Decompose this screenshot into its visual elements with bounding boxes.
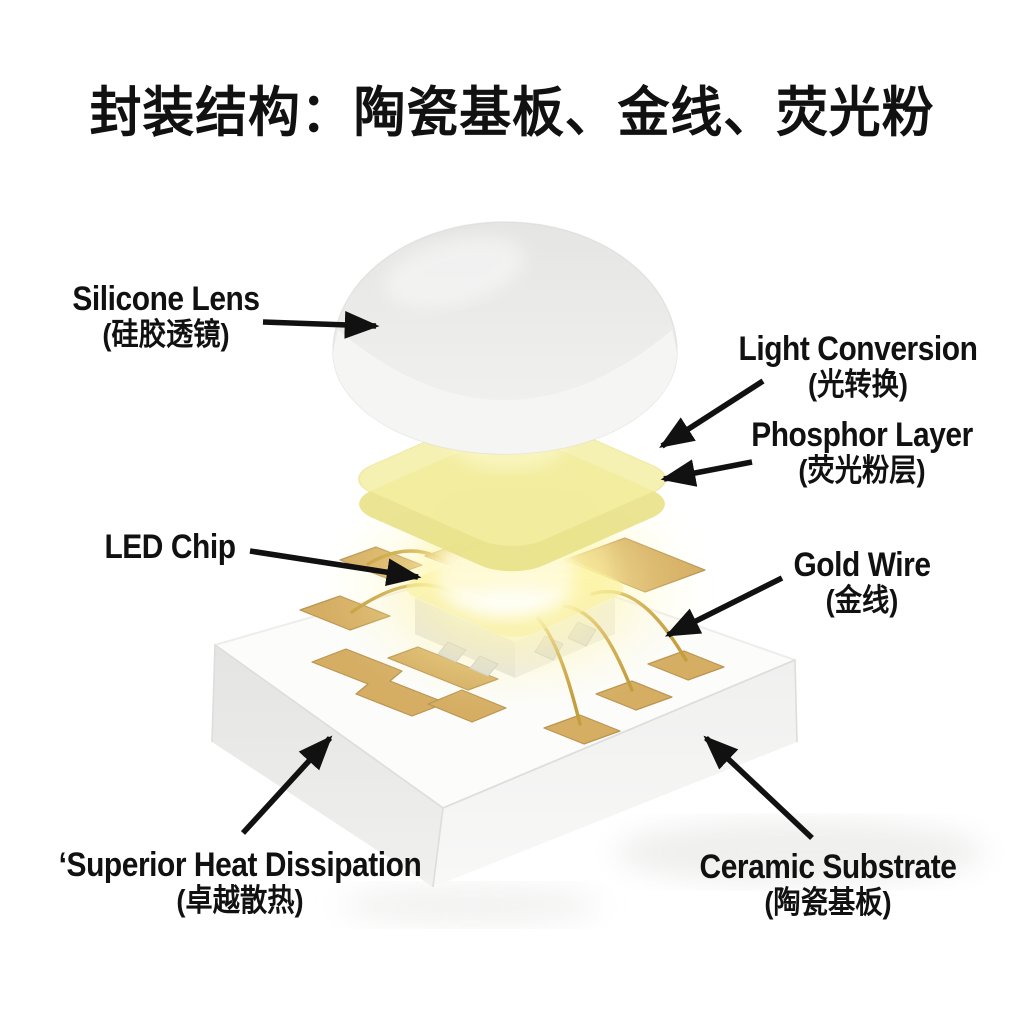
label-light-conversion: Light Conversion (光转换) <box>739 330 978 403</box>
label-gold-wire: Gold Wire (金线) <box>793 546 931 619</box>
label-silicone-lens-zh: (硅胶透镜) <box>102 317 230 353</box>
label-ceramic-substrate-en: Ceramic Substrate <box>699 848 957 886</box>
gold-pad <box>543 714 621 745</box>
silicone-lens-dome <box>332 221 678 455</box>
label-ceramic-substrate-zh: (陶瓷基板) <box>764 885 892 921</box>
label-led-chip-en: LED Chip <box>104 528 236 566</box>
label-light-conversion-en: Light Conversion <box>738 330 978 368</box>
label-phosphor-layer-zh: (荧光粉层) <box>798 453 926 489</box>
label-silicone-lens: Silicone Lens (硅胶透镜) <box>72 280 260 353</box>
diagram-title: 封装结构：陶瓷基板、金线、荧光粉 <box>89 83 935 143</box>
label-gold-wire-zh: (金线) <box>825 583 899 619</box>
label-phosphor-layer-en: Phosphor Layer <box>751 416 973 454</box>
label-led-chip: LED Chip <box>104 528 236 566</box>
label-heat-dissipation-en: ‘Superior Heat Dissipation <box>58 846 422 884</box>
label-heat-dissipation-zh: (卓越散热) <box>176 883 304 919</box>
label-heat-dissipation: ‘Superior Heat Dissipation (卓越散热) <box>59 846 422 919</box>
cast-shadow-front <box>340 885 600 925</box>
label-ceramic-substrate: Ceramic Substrate (陶瓷基板) <box>700 848 957 921</box>
label-light-conversion-zh: (光转换) <box>807 367 909 403</box>
label-gold-wire-en: Gold Wire <box>793 546 931 584</box>
label-phosphor-layer: Phosphor Layer (荧光粉层) <box>751 416 973 489</box>
label-silicone-lens-en: Silicone Lens <box>72 280 260 318</box>
